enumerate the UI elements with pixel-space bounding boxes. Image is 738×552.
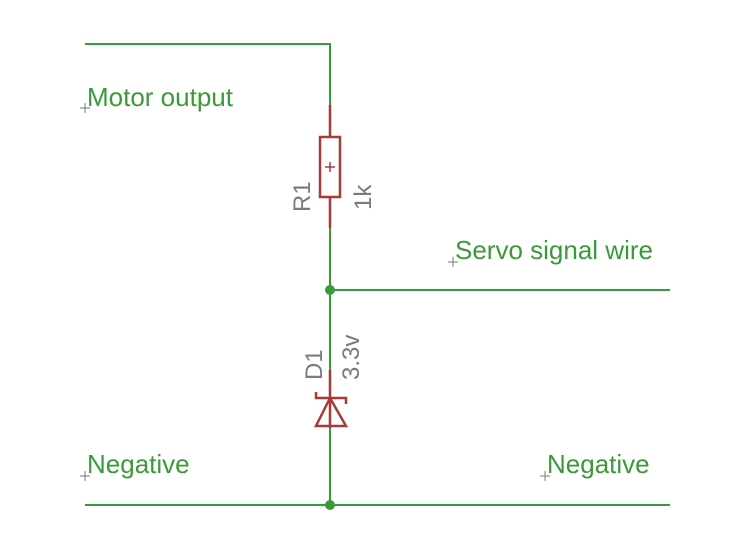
motor-output-label: Motor output <box>87 82 234 112</box>
wires <box>85 43 670 506</box>
resistor-value-label: 1k <box>350 184 377 210</box>
negative-left-label: Negative <box>87 449 190 479</box>
label-origin-markers <box>80 103 550 481</box>
zener-diode-icon <box>313 370 349 428</box>
junction-dot-servo <box>325 285 335 295</box>
diode-ref-label: D1 <box>301 349 328 380</box>
diode-value-label: 3.3v <box>338 335 365 380</box>
resistor-icon <box>318 105 342 228</box>
junction-dot-negative <box>325 500 335 510</box>
negative-right-label: Negative <box>547 449 650 479</box>
resistor-ref-label: R1 <box>289 181 316 212</box>
servo-signal-label: Servo signal wire <box>455 235 653 265</box>
motor-output-wire <box>85 43 331 105</box>
